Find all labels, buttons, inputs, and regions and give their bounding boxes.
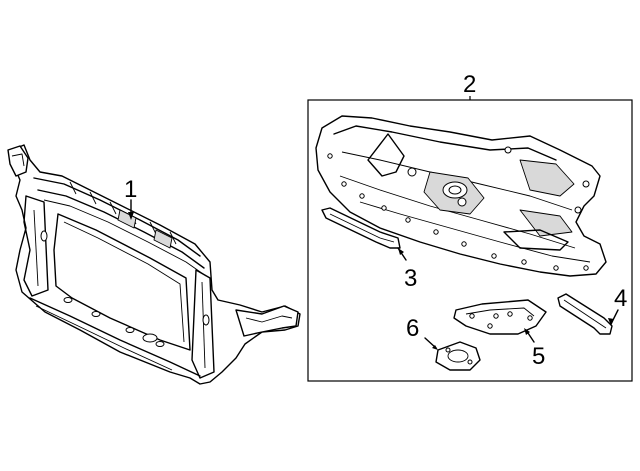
left-cover-strip [321, 207, 407, 261]
right-cover-strip [557, 293, 619, 335]
callout-3: 3 [404, 265, 417, 292]
radiator-support-frame [7, 144, 301, 385]
bracket-plate [453, 299, 547, 343]
callout-1: 1 [124, 176, 137, 203]
callout-4: 4 [614, 285, 627, 312]
callout-5: 5 [532, 343, 545, 370]
engine-under-cover [315, 115, 607, 277]
callout-6: 6 [406, 315, 419, 342]
small-shield [424, 337, 481, 371]
callout-1-arrowhead [128, 212, 134, 220]
callout-2: 2 [463, 71, 476, 98]
